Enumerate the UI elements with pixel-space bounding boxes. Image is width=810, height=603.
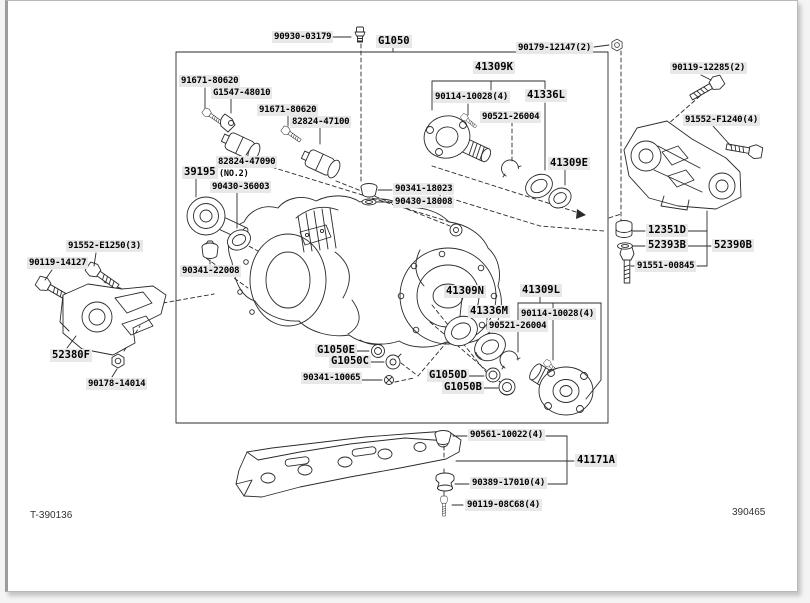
seal-41309N-drawing xyxy=(444,315,478,347)
ring-G1050E-drawing xyxy=(371,344,385,358)
bolt-91551-00845-drawing xyxy=(619,246,635,284)
label-41309K[interactable]: 41309K xyxy=(473,61,515,74)
label-90114-10028-top[interactable]: 90114-10028(4) xyxy=(433,91,511,103)
label-G1050D[interactable]: G1050D xyxy=(427,369,469,382)
label-90179-12147[interactable]: 90179-12147(2) xyxy=(516,42,594,54)
label-41171A[interactable]: 41171A xyxy=(575,454,617,467)
bolt-91552-F1240-drawing xyxy=(724,139,764,161)
nut-90178-14014-drawing xyxy=(111,353,125,369)
label-52393B[interactable]: 52393B xyxy=(646,239,688,252)
label-39195[interactable]: 39195 xyxy=(182,166,218,179)
snap-ring-top-drawing xyxy=(501,159,522,178)
label-41336M[interactable]: 41336M xyxy=(468,305,510,318)
screw-90341-10065-drawing xyxy=(384,375,394,385)
label-90430-36003[interactable]: 90430-36003 xyxy=(210,181,272,193)
cushion-12351D-drawing xyxy=(615,220,633,238)
label-G1050[interactable]: G1050 xyxy=(376,35,412,48)
label-code-left: T-390136 xyxy=(30,510,73,521)
label-91671-80620-a[interactable]: 91671-80620 xyxy=(179,75,241,87)
label-90341-22008[interactable]: 90341-22008 xyxy=(180,265,242,277)
label-90114-10028-bottom[interactable]: 90114-10028(4) xyxy=(519,308,597,320)
label-90341-10065[interactable]: 90341-10065 xyxy=(301,372,363,384)
label-90119-08C68[interactable]: 90119-08C68(4) xyxy=(465,499,543,511)
cap-90561-10022-drawing xyxy=(434,430,452,445)
seal-41336L-drawing xyxy=(525,173,553,199)
label-90521-26004-bottom[interactable]: 90521-26004 xyxy=(487,320,549,332)
breather-plug-drawing xyxy=(354,26,366,43)
label-90119-12285[interactable]: 90119-12285(2) xyxy=(670,62,748,74)
label-90389-17010[interactable]: 90389-17010(4) xyxy=(470,477,548,489)
axle-shaft-41309K-drawing xyxy=(423,115,492,163)
ring-G1050D-drawing xyxy=(485,367,501,383)
label-82824-47090[interactable]: 82824-47090 xyxy=(216,156,278,168)
label-41336L[interactable]: 41336L xyxy=(525,89,567,102)
seal-90430-36003-drawing xyxy=(227,229,251,251)
label-G1050E[interactable]: G1050E xyxy=(315,344,357,357)
sensor-bracket-G1547-drawing xyxy=(220,113,236,133)
plug-G1050C-drawing xyxy=(385,353,402,370)
label-91552-E1250[interactable]: 91552-E1250(3) xyxy=(66,240,144,252)
label-90119-14127[interactable]: 90119-14127 xyxy=(27,257,89,269)
label-G1050B[interactable]: G1050B xyxy=(442,381,484,394)
label-G1547-48010[interactable]: G1547-48010 xyxy=(211,87,273,99)
nut-90179-drawing xyxy=(611,38,623,52)
side-mount-bracket-drawing xyxy=(59,283,167,356)
plug-G1050B-drawing xyxy=(498,378,516,396)
plug-90341-18023-drawing xyxy=(360,183,378,198)
support-crossmember-drawing xyxy=(235,430,462,498)
label-90561-10022[interactable]: 90561-10022(4) xyxy=(468,429,546,441)
rear-mount-bracket-drawing xyxy=(623,120,742,211)
speed-sensor-82824-47100-drawing xyxy=(300,149,341,179)
label-12351D[interactable]: 12351D xyxy=(646,224,688,237)
main-assembly-box xyxy=(175,51,609,424)
label-41309E[interactable]: 41309E xyxy=(548,157,590,170)
label-90930-03179[interactable]: 90930-03179 xyxy=(272,31,334,43)
seal-41309E-drawing xyxy=(548,187,572,209)
washer-52393B-drawing xyxy=(617,242,633,250)
leader-lines xyxy=(44,36,732,506)
label-52390B[interactable]: 52390B xyxy=(712,239,754,252)
bolt-90119-08C68-drawing xyxy=(439,495,449,517)
label-39195-note: (NO.2) xyxy=(219,169,249,179)
label-90341-18023[interactable]: 90341-18023 xyxy=(393,183,455,195)
label-G1050C[interactable]: G1050C xyxy=(329,355,371,368)
label-41309L[interactable]: 41309L xyxy=(520,284,562,297)
label-82824-47100[interactable]: 82824-47100 xyxy=(290,116,352,128)
leader-arrow xyxy=(576,209,586,219)
label-41309N[interactable]: 41309N xyxy=(444,285,486,298)
seal-41336M-drawing xyxy=(474,332,506,362)
snap-ring-bottom-drawing xyxy=(499,350,521,370)
label-code-right: 390465 xyxy=(732,507,766,518)
cushion-90389-17010-drawing xyxy=(435,472,455,492)
label-90521-26004-top[interactable]: 90521-26004 xyxy=(480,111,542,123)
label-90178-14014[interactable]: 90178-14014 xyxy=(86,378,148,390)
label-91671-80620-b[interactable]: 91671-80620 xyxy=(257,104,319,116)
label-90430-18008[interactable]: 90430-18008 xyxy=(393,196,455,208)
gasket-90430-18008-drawing xyxy=(361,198,377,206)
label-91552-F1240[interactable]: 91552-F1240(4) xyxy=(683,114,761,126)
plug-90341-22008-drawing xyxy=(201,240,219,259)
companion-flange-41309L-drawing xyxy=(529,363,594,416)
label-52380F[interactable]: 52380F xyxy=(50,349,92,362)
label-91551-00845[interactable]: 91551-00845 xyxy=(635,260,697,272)
